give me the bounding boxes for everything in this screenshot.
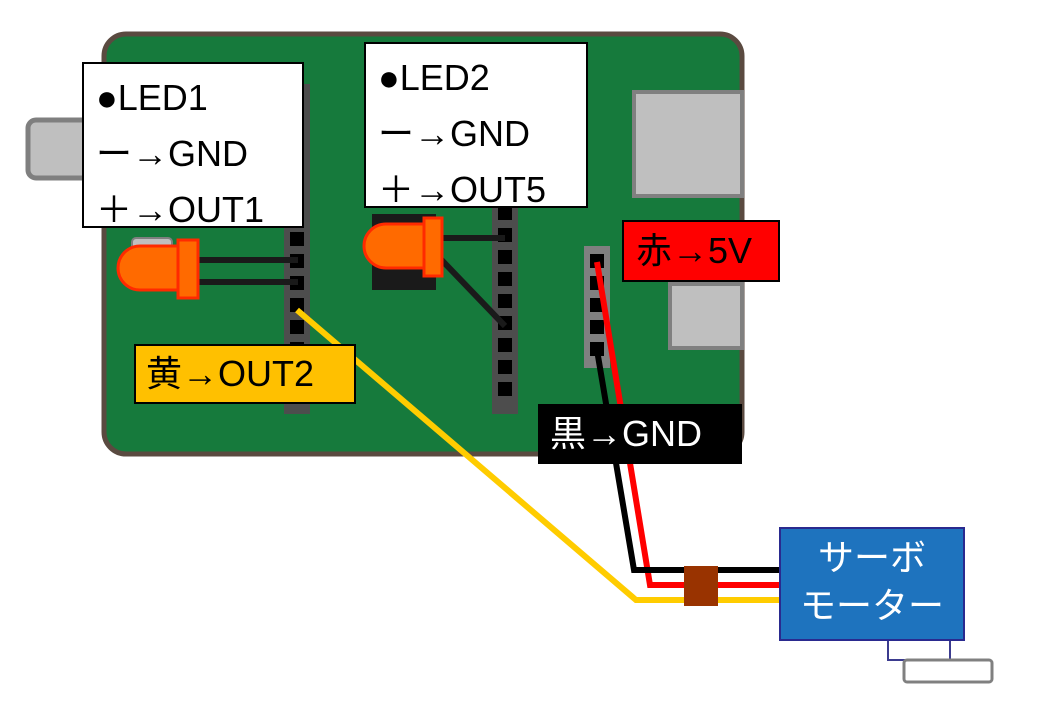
led1-label-line: ●LED1 bbox=[96, 77, 208, 118]
led1 bbox=[116, 238, 200, 300]
servo-horn bbox=[902, 658, 994, 684]
led2-label-line: ●LED2 bbox=[378, 57, 490, 98]
black-wire-label: 黒→GND bbox=[538, 404, 742, 464]
board-connector-bottom bbox=[668, 282, 744, 350]
led2-label: ●LED2 ー→GND ＋→OUT5 bbox=[364, 42, 588, 210]
red-wire-label: 赤→5V bbox=[622, 220, 780, 282]
led1-label: ●LED1 ー→GND ＋→OUT1 bbox=[82, 62, 304, 230]
led1-label-line: ＋→OUT1 bbox=[96, 189, 265, 230]
servo-mount bbox=[887, 637, 951, 661]
servo-label-line1: サーボ bbox=[817, 537, 926, 578]
pin-header-middle bbox=[492, 200, 518, 414]
servo-label: サーボ モーター bbox=[780, 530, 964, 638]
board-connector-top bbox=[632, 90, 744, 198]
led1-label-line: ー→GND bbox=[96, 133, 248, 174]
led2 bbox=[362, 216, 444, 278]
led2-leg-plus bbox=[429, 247, 508, 329]
led2-label-line: ＋→OUT5 bbox=[378, 169, 547, 210]
wire-red bbox=[594, 261, 780, 588]
servo-motor bbox=[779, 527, 965, 641]
servo-connector bbox=[684, 566, 718, 606]
wire-yellow bbox=[295, 307, 780, 603]
yellow-wire-label: 黄→OUT2 bbox=[134, 344, 356, 404]
led2-label-line: ー→GND bbox=[378, 113, 530, 154]
servo-label-line2: モーター bbox=[799, 585, 944, 626]
